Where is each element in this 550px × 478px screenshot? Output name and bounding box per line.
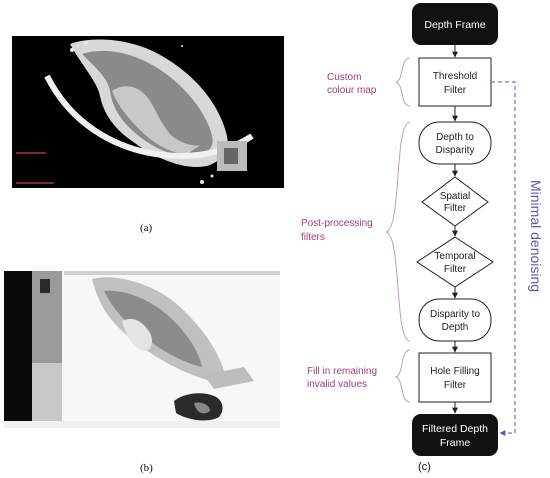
panel-label-b: (b)	[140, 462, 153, 474]
annotation-fill-line1: Fill in remaining	[307, 366, 377, 377]
node-depth-frame	[412, 3, 498, 45]
node-spatial-line2: Filter	[444, 203, 467, 214]
node-depth-frame-label: Depth Frame	[424, 19, 485, 31]
depth-image-b-graphic	[4, 271, 280, 428]
depth-image-a-graphic	[12, 36, 284, 188]
annotation-texts: Custom colour map Post-processing filter…	[301, 72, 377, 390]
node-temporal-line1: Temporal	[434, 251, 475, 262]
minimal-denoising-bypass	[491, 81, 516, 436]
annotation-custom-line1: Custom	[327, 72, 361, 83]
node-hole-filling-filter	[418, 352, 492, 403]
panel-label-a: (a)	[140, 222, 153, 234]
annotation-post-line2: filters	[301, 232, 325, 243]
brace-post-processing	[385, 121, 411, 342]
brace-threshold	[395, 57, 411, 107]
node-threshold-line2: Filter	[444, 85, 467, 96]
annotation-braces	[385, 57, 411, 403]
node-disparity-to-depth	[418, 298, 492, 342]
annotation-fill-line2: invalid values	[307, 379, 367, 390]
node-spatial-line1: Spatial	[440, 191, 471, 202]
node-hole-filling-line1: Hole Filling	[430, 366, 479, 377]
node-filtered-depth-frame	[412, 414, 498, 456]
panel-label-c: (c)	[418, 461, 431, 473]
node-spatial-filter	[421, 176, 489, 227]
annotation-post-line1: Post-processing	[301, 218, 373, 229]
node-threshold-filter	[418, 57, 492, 107]
node-temporal-line2: Filter	[444, 264, 467, 275]
annotation-minimal-denoising: Minimal denoising	[528, 180, 544, 292]
node-filtered-depth-frame-line1: Filtered Depth	[422, 423, 488, 435]
node-disparity-to-depth-line2: Depth	[442, 322, 469, 333]
node-hole-filling-line2: Filter	[444, 380, 467, 391]
depth-image-a	[12, 36, 284, 188]
node-temporal-filter	[416, 236, 494, 288]
annotation-custom-line2: colour map	[327, 85, 377, 96]
node-threshold-line1: Threshold	[433, 71, 477, 82]
node-disparity-to-depth-line1: Disparity to	[430, 309, 480, 320]
brace-hole-filling	[394, 349, 411, 403]
node-depth-to-disparity-line2: Disparity	[436, 145, 475, 156]
node-depth-to-disparity	[418, 121, 492, 165]
depth-image-b	[4, 271, 280, 428]
node-filtered-depth-frame-line2: Frame	[440, 437, 470, 449]
node-depth-to-disparity-line1: Depth to	[436, 132, 474, 143]
